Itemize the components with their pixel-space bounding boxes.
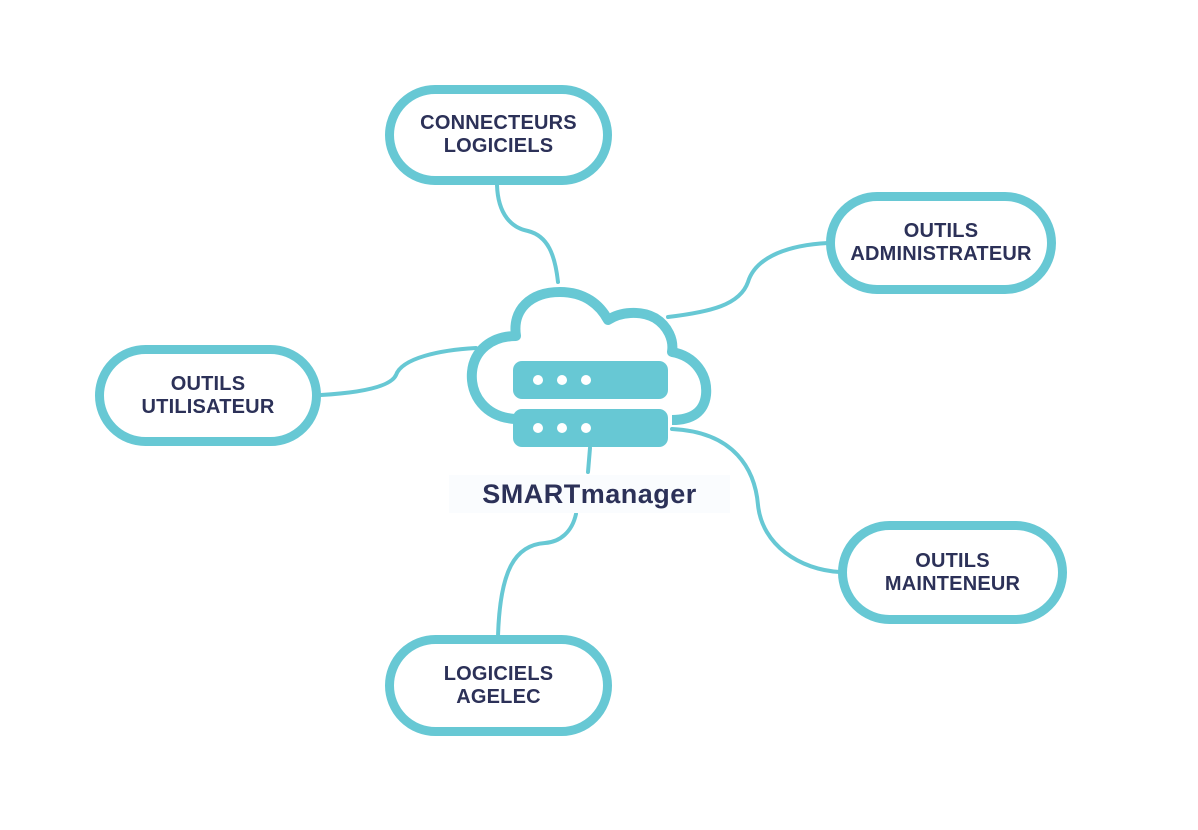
node-outils-mainteneur: OUTILS MAINTENEUR <box>838 521 1067 624</box>
node-label-line: OUTILS <box>903 220 979 242</box>
cloud-outline <box>466 287 712 425</box>
server-led <box>581 423 591 433</box>
node-label-line: ADMINISTRATEUR <box>850 243 1032 265</box>
node-label-line: CONNECTEURS <box>420 112 577 134</box>
server-led <box>581 375 591 385</box>
node-outils-utilisateur: OUTILS UTILISATEUR <box>95 345 321 446</box>
node-logiciels-agelec: LOGICIELS AGELEC <box>385 635 612 736</box>
node-label-line: LOGICIELS <box>443 135 554 157</box>
server-led <box>557 375 567 385</box>
server-led <box>533 423 543 433</box>
connector-utilisateur <box>319 346 478 397</box>
node-label-line: LOGICIELS <box>443 662 554 685</box>
node-label-line: OUTILS <box>170 372 246 395</box>
cloud-server-icon <box>466 287 712 447</box>
server-led <box>557 423 567 433</box>
node-connecteurs-logiciels: CONNECTEURS LOGICIELS <box>385 85 612 185</box>
node-outils-administrateur: OUTILS ADMINISTRATEUR <box>826 192 1056 294</box>
node-label-line: AGELEC <box>456 685 541 708</box>
node-label-line: UTILISATEUR <box>141 395 275 418</box>
connector-connecteurs <box>495 183 560 284</box>
node-label-line: OUTILS <box>915 549 990 572</box>
connector-agelec <box>496 512 578 638</box>
connector-mainteneur <box>670 427 842 574</box>
connector-agelec-upper <box>586 446 592 474</box>
node-label-line: MAINTENEUR <box>884 572 1021 595</box>
center-label: SMARTmanager <box>449 475 730 513</box>
connector-administrateur <box>666 241 830 319</box>
server-led <box>533 375 543 385</box>
